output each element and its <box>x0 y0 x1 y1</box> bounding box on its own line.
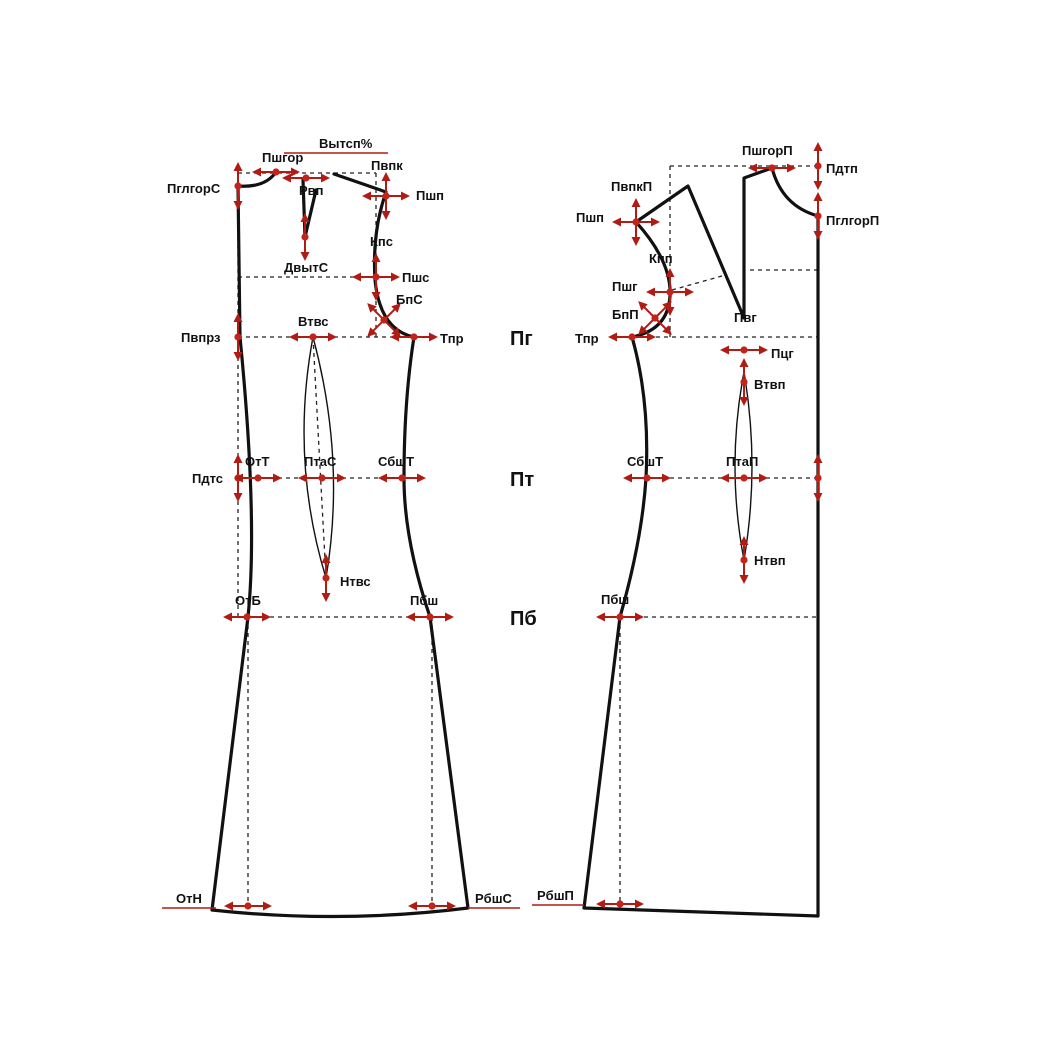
label-back-side-waist: СбшТ <box>378 454 414 469</box>
label-back-waist: ОтТ <box>245 454 269 469</box>
label-front-waist-length: Пдтп <box>826 161 858 176</box>
label-back-neck-depth: ПглгорС <box>167 181 221 196</box>
marker-back-dart-length <box>300 213 310 261</box>
marker-back-hip <box>223 612 271 622</box>
marker-back-waist-dart <box>298 473 346 483</box>
label-front-bust-height: Пвг <box>734 310 757 325</box>
marker-back-hip-side <box>406 612 454 622</box>
label-front-neck-width: ПшгорП <box>742 143 793 158</box>
label-front-shoulder-slope: Кпп <box>649 251 673 266</box>
level-labels: Пг Пт Пб <box>510 328 537 630</box>
marker-back-waist <box>234 473 282 483</box>
label-front-waist-dart: ПтаП <box>726 454 758 469</box>
label-back-waist-length: Пдтс <box>192 471 223 486</box>
marker-back-neck-depth <box>233 162 243 210</box>
label-back-dart-bottom: Нтвс <box>340 574 371 589</box>
label-back-hem-side: РбшС <box>475 891 513 906</box>
marker-front-waist-point <box>813 454 823 502</box>
back-waist-dart <box>303 336 335 579</box>
level-chest: Пг <box>510 328 533 350</box>
marker-front-neck-width <box>748 163 796 173</box>
marker-back-shoulder-width <box>362 172 410 220</box>
label-front-side-waist: СбшТ <box>627 454 663 469</box>
marker-front-hem-side <box>596 899 644 909</box>
label-back-shoulder-width: Пшп <box>416 188 444 203</box>
label-back-dart-opening: Вытсп% <box>319 136 373 151</box>
marker-front-side-waist <box>623 473 671 483</box>
label-front-neck-depth: ПглгорП <box>826 213 879 228</box>
label-back-waist-dart: ПтаС <box>304 454 337 469</box>
marker-front-hip-side <box>596 612 644 622</box>
level-waist: Пт <box>510 469 534 491</box>
marker-front-bust-center <box>720 345 768 355</box>
marker-front-dart-bottom <box>739 536 749 584</box>
level-hip: Пб <box>510 608 537 630</box>
label-back-hip-side: Пбш <box>410 593 438 608</box>
back-outline <box>210 170 470 919</box>
marker-back-hem <box>224 901 272 911</box>
label-back-width: Пшс <box>402 270 429 285</box>
back-labels: Пшгор Вытсп% Пвпк ПглгорС Рвп Пшп ДвытС … <box>162 136 520 909</box>
marker-back-side-waist <box>378 473 426 483</box>
label-front-armhole-ease: Тпр <box>575 331 599 346</box>
marker-back-width <box>352 253 400 301</box>
marker-back-armhole-depth <box>233 313 243 361</box>
marker-back-hem-side <box>408 901 456 911</box>
label-back-dart-length: ДвытС <box>284 260 329 275</box>
marker-front-armhole-ease <box>608 332 656 342</box>
marker-back-dart-top <box>289 332 337 342</box>
label-front-bust-center: Пцг <box>771 346 794 361</box>
marker-front-shoulder-width <box>612 198 660 246</box>
label-back-dart-top: Втвс <box>298 314 328 329</box>
label-front-dart-bottom: Нтвп <box>754 553 786 568</box>
label-back-armhole-ease: Тпр <box>440 331 464 346</box>
marker-front-waist-dart <box>720 473 768 483</box>
back-dart-axis <box>312 336 327 579</box>
label-front-shoulder-height: ПвпкП <box>611 179 652 194</box>
label-front-hem-side: РбшП <box>537 888 574 903</box>
label-back-armhole-side: БпС <box>396 292 423 307</box>
label-back-armhole-depth: Пвпрз <box>181 330 221 345</box>
marker-front-armhole-side <box>638 301 672 335</box>
front-bust-line <box>671 275 723 291</box>
label-back-shoulder-slope: Кпс <box>370 234 393 249</box>
label-front-dart-top: Втвп <box>754 377 785 392</box>
label-front-chest-width: Пшг <box>612 279 638 294</box>
label-front-shoulder-width: Пшп <box>576 210 604 225</box>
marker-front-neck-depth <box>813 192 823 240</box>
marker-back-dart-bottom <box>321 554 331 602</box>
front-labels: ПшгорП Пдтп ПвпкП ПглгорП Пшп Кпп Пшг Бп… <box>532 143 879 906</box>
marker-front-dart-top <box>739 358 749 406</box>
label-back-shoulder-height: Пвпк <box>371 158 403 173</box>
measurement-markers <box>223 142 823 911</box>
label-back-hem: ОтН <box>176 891 202 906</box>
marker-back-dart-opening <box>282 173 330 183</box>
marker-back-armhole-ease <box>390 332 438 342</box>
label-front-hip-side: Пбш <box>601 592 629 607</box>
label-back-hip: ОтБ <box>235 593 261 608</box>
back-piece <box>210 170 470 919</box>
marker-front-chest-width <box>646 268 694 316</box>
marker-back-armhole-side <box>367 303 401 337</box>
front-construction-lines <box>619 165 818 906</box>
label-back-dart-position: Рвп <box>299 183 324 198</box>
marker-back-neck-width <box>252 167 300 177</box>
marker-front-waist-length <box>813 142 823 190</box>
label-front-armhole-side: БпП <box>612 307 639 322</box>
